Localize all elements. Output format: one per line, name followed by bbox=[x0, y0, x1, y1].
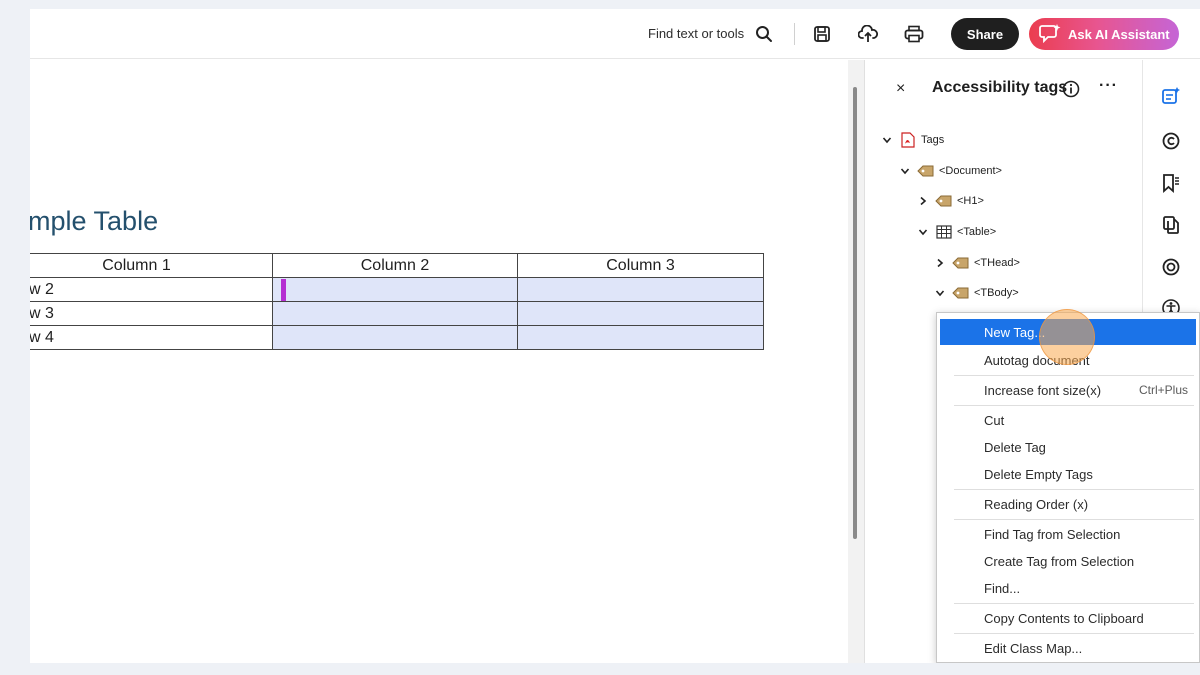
panel-title: Accessibility tags bbox=[932, 79, 1067, 97]
tree-item-tags[interactable]: Tags bbox=[880, 129, 944, 151]
row-label: w 4 bbox=[30, 326, 273, 350]
bookmark-icon[interactable] bbox=[1160, 172, 1182, 194]
ask-ai-assistant-button[interactable]: Ask AI Assistant bbox=[1029, 18, 1179, 50]
click-indicator bbox=[1039, 309, 1095, 365]
chevron-down-icon[interactable] bbox=[880, 133, 894, 147]
table-cell-selected[interactable] bbox=[518, 302, 764, 326]
table-cell-selected[interactable] bbox=[273, 302, 518, 326]
menu-separator bbox=[954, 489, 1194, 490]
table-header-row: Column 1 Column 2 Column 3 bbox=[30, 254, 764, 278]
tree-item-thead[interactable]: <THead> bbox=[933, 252, 1020, 274]
table-cell-selected[interactable] bbox=[273, 278, 518, 302]
share-button[interactable]: Share bbox=[951, 18, 1019, 50]
tree-item-label: <THead> bbox=[974, 257, 1020, 269]
tree-item-label: <Document> bbox=[939, 165, 1002, 177]
menu-item-cut[interactable]: Cut bbox=[940, 407, 1196, 433]
tree-item-label: <TBody> bbox=[974, 287, 1019, 299]
menu-item-copy-contents[interactable]: Copy Contents to Clipboard bbox=[940, 605, 1196, 631]
chevron-down-icon[interactable] bbox=[898, 164, 912, 178]
row-label-text: w 4 bbox=[30, 329, 54, 346]
ai-assistant-icon bbox=[1039, 23, 1061, 46]
chevron-right-icon[interactable] bbox=[916, 194, 930, 208]
chevron-right-icon[interactable] bbox=[933, 256, 947, 270]
menu-item-find-tag-from-selection[interactable]: Find Tag from Selection bbox=[940, 521, 1196, 547]
row-label: w 3 bbox=[30, 302, 273, 326]
info-icon[interactable] bbox=[1062, 80, 1080, 103]
text-cursor bbox=[281, 279, 286, 301]
chevron-down-icon[interactable] bbox=[916, 225, 930, 239]
tree-item-label: <Table> bbox=[957, 226, 996, 238]
menu-separator bbox=[954, 405, 1194, 406]
menu-item-create-tag-from-selection[interactable]: Create Tag from Selection bbox=[940, 548, 1196, 574]
layers-icon[interactable] bbox=[1160, 256, 1182, 278]
pdf-icon bbox=[899, 132, 917, 148]
document-table[interactable]: Column 1 Column 2 Column 3 w 2 w 3 w 4 bbox=[30, 253, 764, 350]
menu-item-delete-empty-tags[interactable]: Delete Empty Tags bbox=[940, 461, 1196, 487]
table-cell-selected[interactable] bbox=[273, 326, 518, 350]
tree-item-document[interactable]: <Document> bbox=[898, 160, 1002, 182]
menu-item-shortcut: Ctrl+Plus bbox=[1139, 383, 1188, 397]
tree-item-tbody[interactable]: <TBody> bbox=[933, 282, 1019, 304]
table-row: w 3 bbox=[30, 302, 764, 326]
menu-separator bbox=[954, 519, 1194, 520]
table-icon bbox=[935, 224, 953, 240]
accessibility-tags-icon[interactable] bbox=[1160, 85, 1182, 107]
ask-ai-assistant-label: Ask AI Assistant bbox=[1068, 27, 1170, 42]
close-icon[interactable]: × bbox=[896, 80, 905, 98]
toolbar-divider bbox=[794, 23, 795, 45]
menu-item-find[interactable]: Find... bbox=[940, 575, 1196, 601]
scrollbar-thumb[interactable] bbox=[853, 87, 857, 539]
table-row: w 2 bbox=[30, 278, 764, 302]
find-text-label[interactable]: Find text or tools bbox=[648, 26, 744, 41]
acrobat-window: Find text or tools Share Ask AI Assistan… bbox=[30, 9, 1200, 663]
upload-cloud-icon[interactable] bbox=[856, 22, 880, 46]
chevron-down-icon[interactable] bbox=[933, 286, 947, 300]
tree-item-label: Tags bbox=[921, 134, 944, 146]
column-header: Column 1 bbox=[30, 254, 273, 278]
menu-item-label: Increase font size(x) bbox=[984, 383, 1101, 398]
tag-icon bbox=[935, 193, 953, 209]
column-header: Column 3 bbox=[518, 254, 764, 278]
menu-separator bbox=[954, 375, 1194, 376]
menu-item-reading-order[interactable]: Reading Order (x) bbox=[940, 491, 1196, 517]
menu-item-increase-font-size[interactable]: Increase font size(x) Ctrl+Plus bbox=[940, 377, 1196, 403]
comment-icon[interactable] bbox=[1160, 130, 1182, 152]
menu-separator bbox=[954, 603, 1194, 604]
tree-item-label: <H1> bbox=[957, 195, 984, 207]
tree-item-table[interactable]: <Table> bbox=[916, 221, 996, 243]
pages-icon[interactable] bbox=[1160, 214, 1182, 236]
tag-icon bbox=[917, 163, 935, 179]
table-cell-selected[interactable] bbox=[518, 278, 764, 302]
tag-icon bbox=[952, 255, 970, 271]
table-cell-selected[interactable] bbox=[518, 326, 764, 350]
row-label-text: w 2 bbox=[30, 281, 54, 298]
column-header: Column 2 bbox=[273, 254, 518, 278]
tree-item-h1[interactable]: <H1> bbox=[916, 190, 984, 212]
menu-item-edit-class-map[interactable]: Edit Class Map... bbox=[940, 635, 1196, 661]
document-scrollbar[interactable] bbox=[848, 60, 864, 663]
row-label: w 2 bbox=[30, 278, 273, 302]
tag-icon bbox=[952, 285, 970, 301]
menu-item-delete-tag[interactable]: Delete Tag bbox=[940, 434, 1196, 460]
print-icon[interactable] bbox=[902, 22, 926, 46]
top-toolbar: Find text or tools Share Ask AI Assistan… bbox=[30, 9, 1200, 59]
more-options-icon[interactable]: ··· bbox=[1099, 77, 1118, 95]
save-icon[interactable] bbox=[810, 22, 834, 46]
document-heading: mple Table bbox=[30, 206, 158, 237]
row-label-text: w 3 bbox=[30, 305, 54, 322]
menu-separator bbox=[954, 633, 1194, 634]
search-icon[interactable] bbox=[752, 22, 776, 46]
document-canvas[interactable]: mple Table Column 1 Column 2 Column 3 w … bbox=[30, 60, 848, 663]
table-row: w 4 bbox=[30, 326, 764, 350]
